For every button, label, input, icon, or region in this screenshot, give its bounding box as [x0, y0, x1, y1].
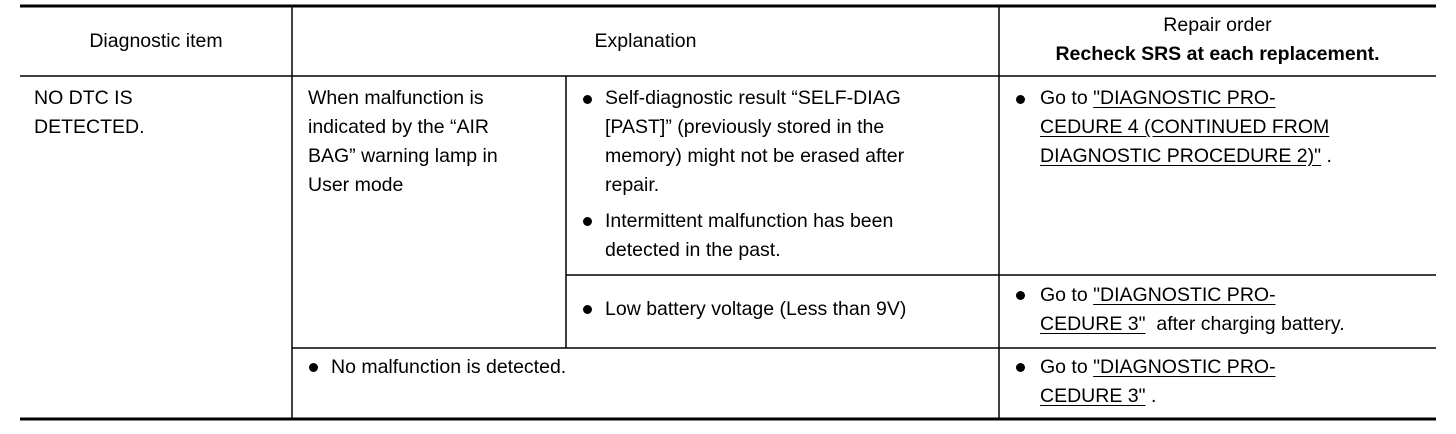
no-malfunction-text: No malfunction is detected. — [331, 356, 567, 378]
diagnostic-item-line: DETECTED. — [34, 116, 145, 138]
condition-line: BAG” warning lamp in — [308, 145, 498, 167]
bullet-icon — [1016, 363, 1025, 372]
header-diagnostic-item: Diagnostic item — [20, 27, 292, 56]
diagnostic-item-cell: NO DTC IS DETECTED. — [34, 84, 145, 142]
header-explanation-text: Explanation — [594, 30, 697, 52]
diagnostic-procedure-3-link-line2[interactable]: CEDURE 3" — [1040, 313, 1146, 335]
cause-line: Low battery voltage (Less than 9V) — [605, 298, 907, 320]
header-explanation: Explanation — [292, 27, 999, 56]
repair-line: CEDURE 3" . — [1040, 382, 1276, 411]
bullet-icon — [1016, 291, 1025, 300]
header-repair-order-title: Repair order — [1163, 14, 1272, 36]
cause-line: Self-diagnostic result “SELF-DIAG — [605, 87, 901, 109]
repair-line: Go to "DIAGNOSTIC PRO- — [1040, 353, 1276, 382]
repair-prefix: Go to — [1040, 284, 1094, 306]
repair-order-procedure-4: Go to "DIAGNOSTIC PRO- CEDURE 4 (CONTINU… — [1040, 84, 1332, 171]
bullet-icon — [583, 217, 592, 226]
diagnostic-procedure-4-link-line3[interactable]: DIAGNOSTIC PROCEDURE 2)" — [1040, 145, 1322, 167]
cause-line: Intermittent malfunction has been — [605, 210, 894, 232]
cause-bullet-intermittent: Intermittent malfunction has been detect… — [605, 207, 893, 265]
cause-bullet-low-battery: Low battery voltage (Less than 9V) — [605, 295, 906, 324]
no-malfunction-cell: No malfunction is detected. — [331, 353, 566, 382]
repair-order-procedure-3: Go to "DIAGNOSTIC PRO- CEDURE 3" . — [1040, 353, 1276, 411]
diagnostic-procedure-3-link-line2[interactable]: CEDURE 3" — [1040, 385, 1146, 407]
diagnostic-procedure-4-link-line2[interactable]: CEDURE 4 (CONTINUED FROM — [1040, 116, 1330, 138]
cause-line: memory) might not be erased after — [605, 145, 905, 167]
condition-line: User mode — [308, 174, 404, 196]
repair-prefix: Go to — [1040, 87, 1094, 109]
header-repair-order-note: Recheck SRS at each replacement. — [1055, 43, 1380, 65]
diagnostic-procedure-3-link[interactable]: "DIAGNOSTIC PRO- — [1093, 356, 1276, 378]
repair-line: Go to "DIAGNOSTIC PRO- — [1040, 84, 1332, 113]
user-mode-condition-cell: When malfunction is indicated by the “AI… — [308, 84, 498, 200]
repair-suffix: after charging battery. — [1145, 313, 1345, 335]
cause-bullet-self-diag: Self-diagnostic result “SELF-DIAG [PAST]… — [605, 84, 904, 200]
repair-suffix: . — [1321, 145, 1332, 167]
diagnostic-item-line: NO DTC IS — [34, 87, 133, 109]
repair-prefix: Go to — [1040, 356, 1094, 378]
header-repair-order: Repair order Recheck SRS at each replace… — [999, 11, 1436, 69]
repair-line: DIAGNOSTIC PROCEDURE 2)" . — [1040, 142, 1332, 171]
condition-line: When malfunction is — [308, 87, 484, 109]
repair-suffix: . — [1145, 385, 1157, 407]
repair-line: CEDURE 3" after charging battery. — [1040, 310, 1345, 339]
cause-line: detected in the past. — [605, 239, 781, 261]
repair-order-procedure-3-charging: Go to "DIAGNOSTIC PRO- CEDURE 3" after c… — [1040, 281, 1345, 339]
bullet-icon — [1016, 95, 1025, 104]
bullet-icon — [583, 305, 592, 314]
diagnostic-procedure-3-link[interactable]: "DIAGNOSTIC PRO- — [1093, 284, 1276, 306]
cause-line: repair. — [605, 174, 660, 196]
bullet-icon — [309, 363, 318, 372]
cause-line: [PAST]” (previously stored in the — [605, 116, 885, 138]
diagnostic-procedure-4-link[interactable]: "DIAGNOSTIC PRO- — [1093, 87, 1276, 109]
condition-line: indicated by the “AIR — [308, 116, 490, 138]
repair-line: Go to "DIAGNOSTIC PRO- — [1040, 281, 1345, 310]
bullet-icon — [583, 95, 592, 104]
header-diagnostic-item-text: Diagnostic item — [89, 30, 223, 52]
